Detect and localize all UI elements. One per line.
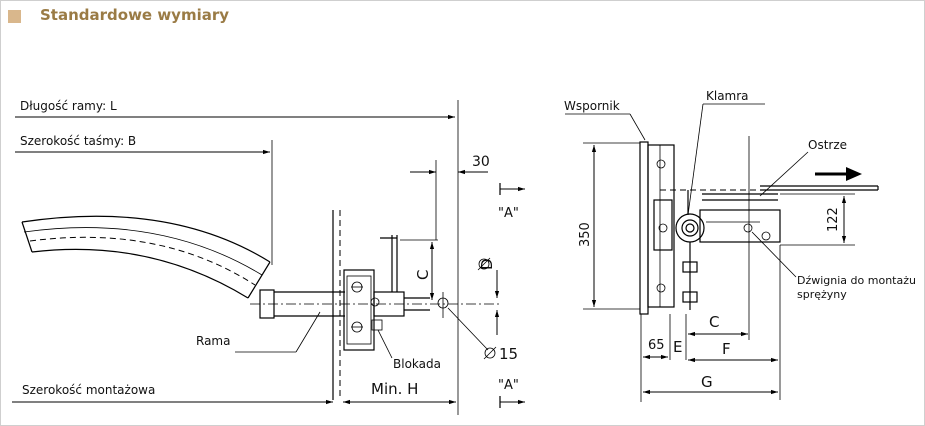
blade-label: Ostrze xyxy=(808,138,847,152)
lock-block xyxy=(373,291,405,317)
belt-width-label: Szerokość taśmy: B xyxy=(20,134,136,148)
min-h-label: Min. H xyxy=(371,380,418,398)
diameter-symbol-d-icon xyxy=(478,258,490,270)
belt-tip xyxy=(247,261,271,299)
view-a-bottom-label: "A" xyxy=(498,378,519,393)
lever-label-line2: sprężyny xyxy=(797,288,847,301)
lock-knob-icon xyxy=(370,297,380,307)
clamp-block xyxy=(653,199,673,251)
lever-label-line1: Dźwignia do montażu xyxy=(797,274,916,287)
lock-nut xyxy=(371,319,383,331)
bracket-plate xyxy=(639,141,649,315)
dim-65-label: 65 xyxy=(648,338,665,353)
diameter-symbol-15-icon xyxy=(484,347,496,359)
belt-top-edge xyxy=(21,215,271,263)
frame-leader-diagonal xyxy=(295,311,321,353)
clamp-bolt-icon xyxy=(658,223,668,233)
belt-inner-line xyxy=(23,227,263,276)
lock-leader xyxy=(377,329,393,359)
dim-d-label: D xyxy=(478,258,496,270)
motion-arrow-icon xyxy=(846,167,862,181)
spring-nut-2 xyxy=(682,291,698,303)
dim-g-label: G xyxy=(701,373,713,391)
frame-length-label: Długość ramy: L xyxy=(20,99,117,113)
belt-dashed-line xyxy=(29,236,256,286)
dim-f-label: F xyxy=(722,340,731,358)
header-bullet-icon xyxy=(8,10,21,23)
frame-label: Rama xyxy=(196,334,230,348)
right-view: Wspornik Klamra Ostrze Dźwignia do monta… xyxy=(564,89,916,402)
dim-350-label: 350 xyxy=(578,222,593,247)
clamp-leader-diagonal xyxy=(687,103,704,216)
view-a-top-label: "A" xyxy=(498,206,519,221)
diameter-symbol-d-slash xyxy=(477,257,491,271)
dim-phi15-label: 15 xyxy=(499,345,518,363)
lever-pin-2-icon xyxy=(761,231,771,241)
bracket-bolt-1-icon xyxy=(656,159,666,169)
phi15-leader xyxy=(447,307,489,351)
mount-plate-inner xyxy=(346,275,372,345)
dim-30-label: 30 xyxy=(472,154,490,170)
lever-body xyxy=(699,209,781,243)
spring-nut-1 xyxy=(682,261,698,273)
blade-leader xyxy=(759,151,809,197)
dim-c-right-label: C xyxy=(709,313,719,331)
lever-pin-icon xyxy=(743,223,753,233)
bracket-leader-diagonal xyxy=(629,113,646,141)
dim-122-label: 122 xyxy=(826,207,841,232)
diameter-symbol-15-slash xyxy=(483,346,497,360)
bracket-label: Wspornik xyxy=(564,99,620,113)
left-view: Długość ramy: L Szerokość taśmy: B xyxy=(12,99,525,415)
clamp-wheel-hub-icon xyxy=(685,223,695,233)
dim-e-label: E xyxy=(673,338,682,356)
mount-width-label: Szerokość montażowa xyxy=(22,383,155,397)
lock-label: Blokada xyxy=(393,357,441,371)
bracket-body xyxy=(647,144,675,308)
belt-end xyxy=(21,221,33,253)
clamp-label: Klamra xyxy=(706,89,749,103)
bracket-bolt-2-icon xyxy=(656,283,666,293)
lever-leader xyxy=(751,231,797,278)
page-title: Standardowe wymiary xyxy=(40,6,230,24)
dim-c-left-label: C xyxy=(414,270,432,280)
belt-bottom-edge xyxy=(31,248,249,299)
clamp-wheel-inner-icon xyxy=(681,219,699,237)
